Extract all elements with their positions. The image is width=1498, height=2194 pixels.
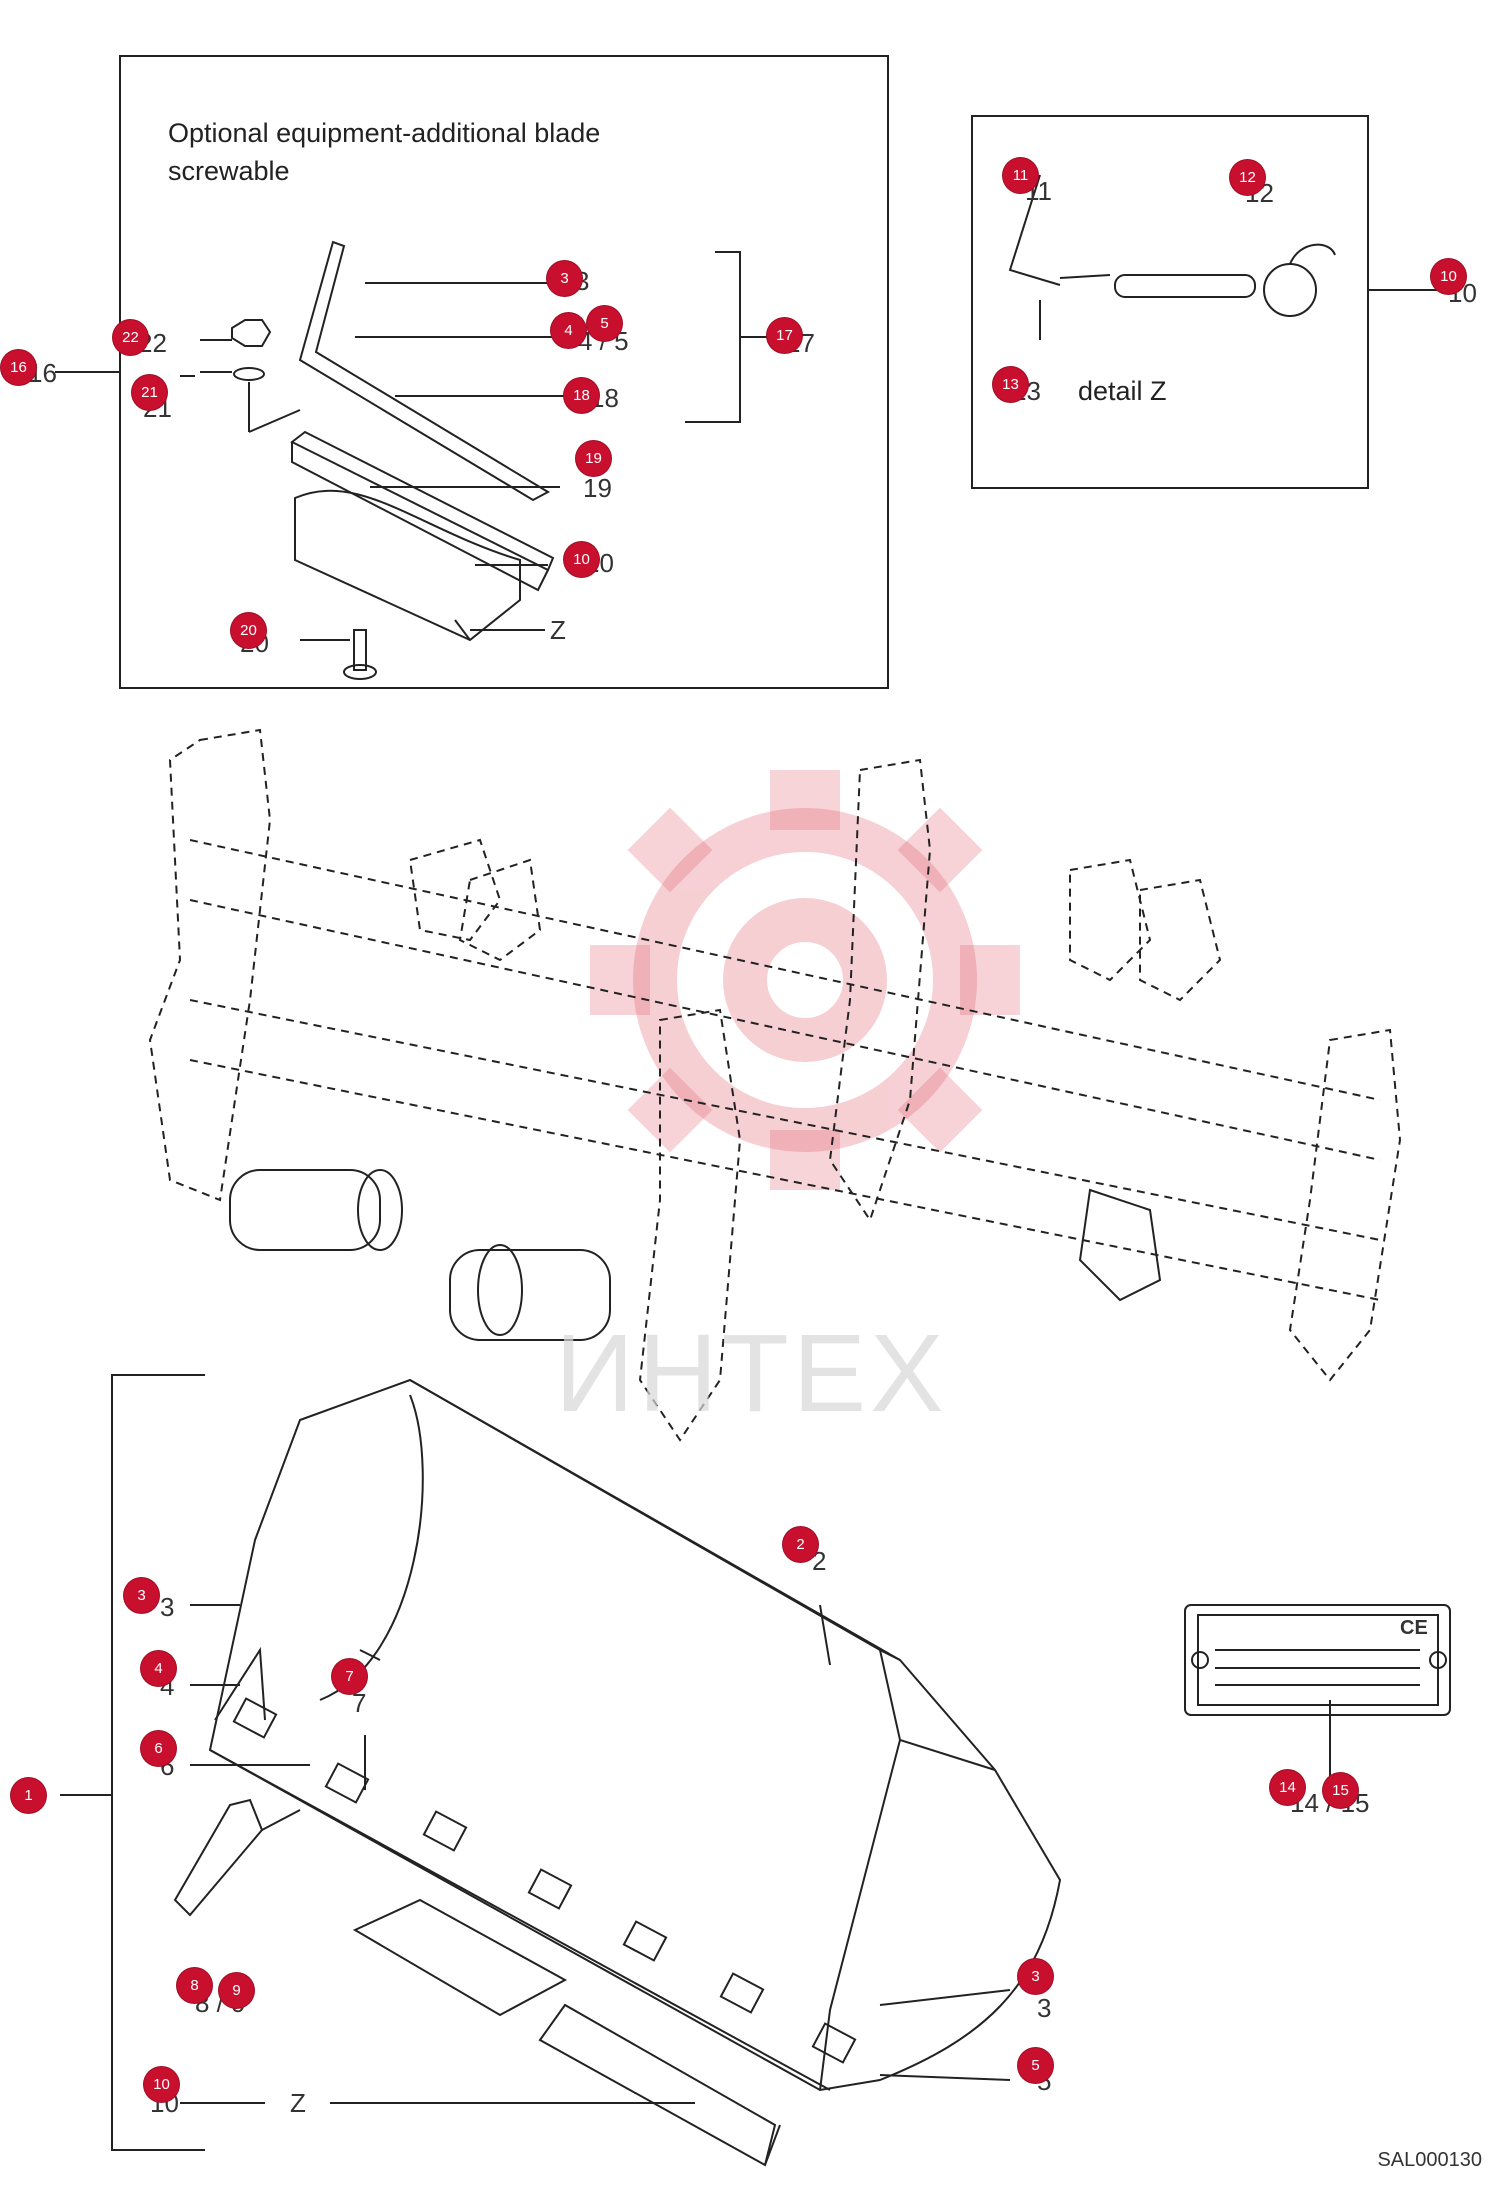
nameplate-frame	[1184, 1604, 1451, 1716]
bucket-label-2: 2	[812, 1546, 827, 1576]
callout-14[interactable]: 14	[1270, 1770, 1305, 1805]
bucket-label-3-right: 3	[1037, 1993, 1052, 2023]
callout-3-bucket-left[interactable]: 3	[124, 1578, 159, 1613]
bucket-outline	[208, 1378, 1062, 2092]
callout-3-bucket-right[interactable]: 3	[1018, 1959, 1053, 1994]
callout-1[interactable]: 1	[11, 1778, 46, 1813]
callout-10-bucket[interactable]: 10	[144, 2067, 179, 2102]
callout-18[interactable]: 18	[564, 378, 599, 413]
callout-17[interactable]: 17	[767, 318, 802, 353]
callout-13[interactable]: 13	[993, 367, 1028, 402]
callout-22[interactable]: 22	[113, 320, 148, 355]
bucket-label-7: 7	[352, 1688, 367, 1718]
detail-caption: detail Z	[1078, 376, 1167, 406]
callout-5-bucket[interactable]: 5	[1018, 2048, 1053, 2083]
callout-20[interactable]: 20	[231, 613, 266, 648]
detail-frame	[971, 115, 1369, 489]
callout-2[interactable]: 2	[783, 1527, 818, 1562]
ce-mark: CE	[1400, 1617, 1428, 1639]
bucket-label-z: Z	[290, 2088, 306, 2118]
callout-6[interactable]: 6	[141, 1731, 176, 1766]
callout-19[interactable]: 19	[576, 441, 611, 476]
callout-16[interactable]: 16	[1, 350, 36, 385]
inset-label-19: 19	[583, 473, 612, 503]
callout-15[interactable]: 15	[1323, 1773, 1358, 1808]
callout-11[interactable]: 11	[1003, 158, 1038, 193]
callout-12[interactable]: 12	[1230, 160, 1265, 195]
callout-21[interactable]: 21	[132, 375, 167, 410]
callout-10-inset[interactable]: 10	[564, 542, 599, 577]
callout-3-inset[interactable]: 3	[547, 261, 582, 296]
callout-4-bucket[interactable]: 4	[141, 1651, 176, 1686]
callout-7[interactable]: 7	[332, 1659, 367, 1694]
watermark-gear-icon	[633, 808, 977, 1152]
callout-9[interactable]: 9	[219, 1973, 254, 2008]
inset-caption-line2: screwable	[168, 156, 290, 186]
bucket-label-3-left: 3	[160, 1592, 175, 1622]
callout-10-detail[interactable]: 10	[1431, 259, 1466, 294]
document-id: SAL000130	[1377, 2149, 1482, 2171]
callout-8[interactable]: 8	[177, 1968, 212, 2003]
callout-5-inset[interactable]: 5	[587, 306, 622, 341]
inset-label-z: Z	[550, 615, 566, 645]
callout-4-inset[interactable]: 4	[551, 313, 586, 348]
inset-caption-line1: Optional equipment-additional blade	[168, 118, 601, 148]
watermark-text: ИНТЕХ	[555, 1312, 948, 1435]
